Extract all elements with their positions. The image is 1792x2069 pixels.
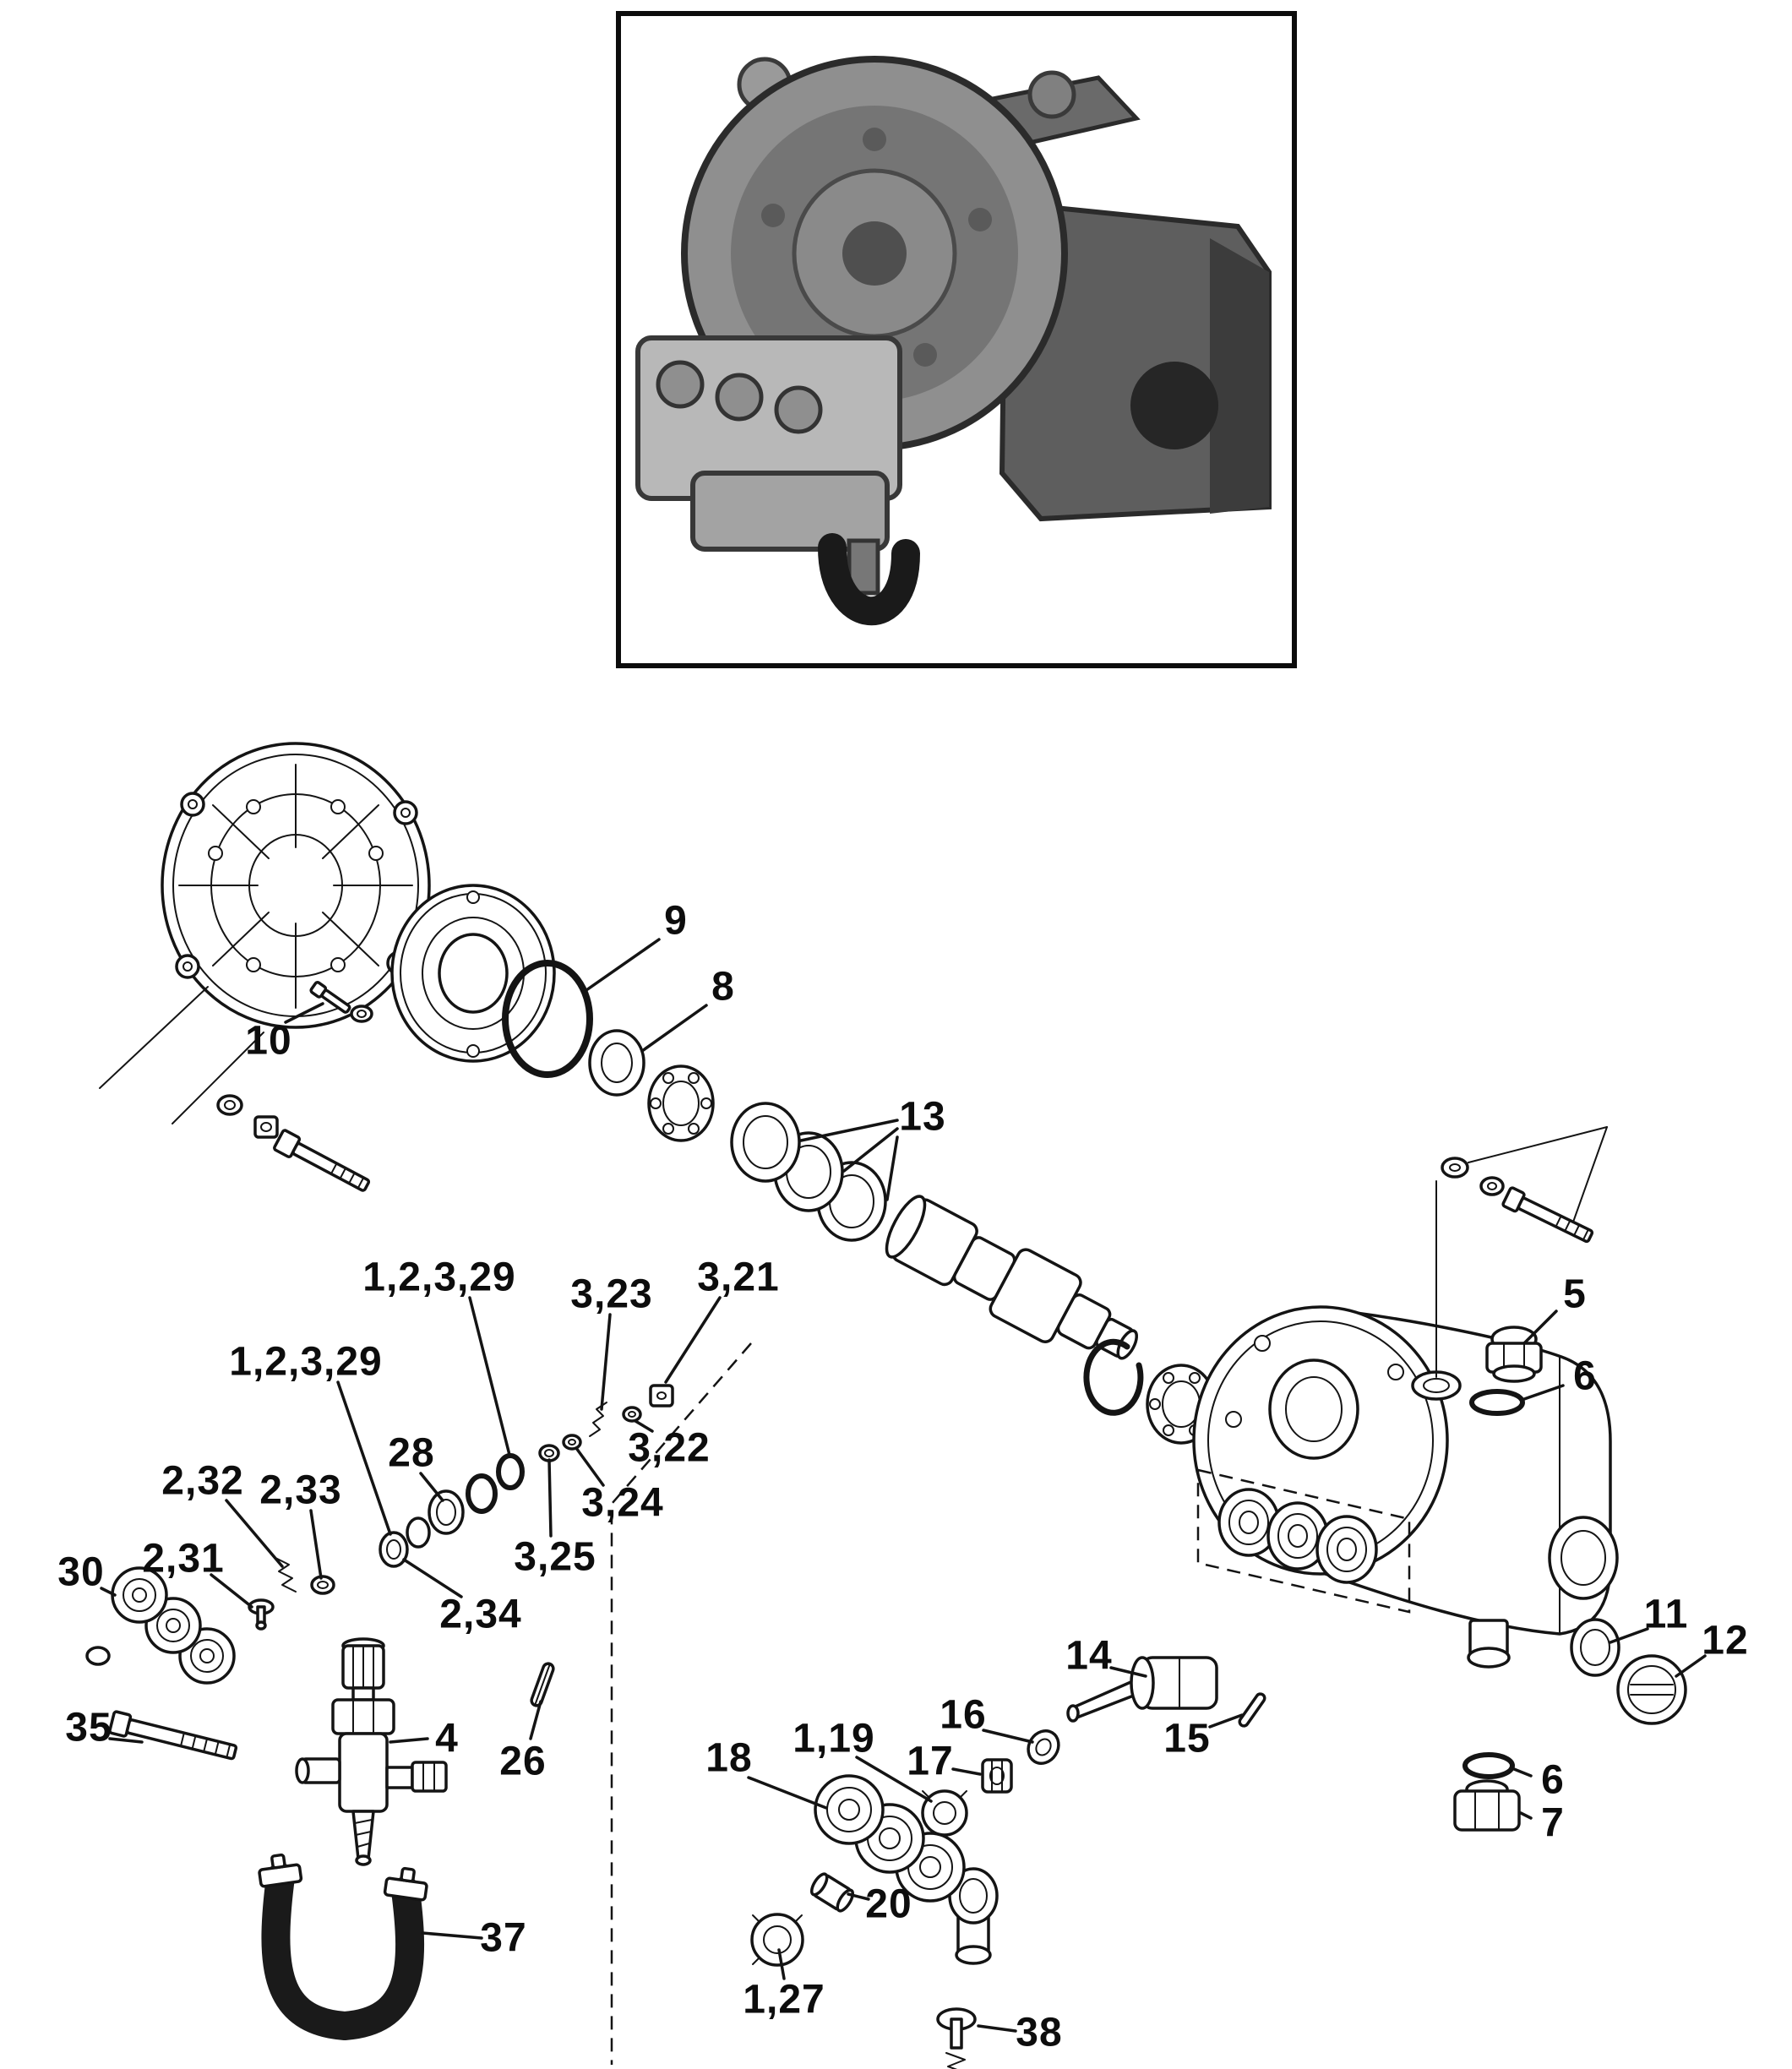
valve-manifold-18	[814, 1774, 999, 1965]
product-photo	[616, 11, 1297, 668]
drain-plug-7	[1453, 1779, 1521, 1832]
leader-line	[1208, 1713, 1244, 1729]
valve-38	[936, 2007, 977, 2069]
leader-line	[547, 1458, 553, 1538]
leader-line	[951, 1767, 982, 1776]
leader-line	[885, 1135, 899, 1201]
leader-line	[977, 2024, 1017, 2033]
mounting-plate	[161, 742, 431, 1029]
fastener-set-left	[99, 986, 371, 1192]
piston-packing-row	[379, 1384, 674, 1568]
assembly-boundary	[610, 1342, 752, 2065]
check-valve-assembly-30	[85, 1566, 236, 1685]
piston-14	[1066, 1656, 1218, 1723]
bearing-1-27	[750, 1913, 804, 1967]
leader-line	[1109, 1666, 1147, 1678]
leader-line	[1609, 1627, 1649, 1644]
leader-line	[799, 1119, 899, 1142]
leader-line	[284, 1002, 324, 1024]
leader-line	[402, 1558, 463, 1598]
o-ring-9	[502, 960, 593, 1078]
leader-line	[777, 1948, 786, 1980]
leader-line	[575, 1446, 605, 1487]
pin-26	[530, 1662, 555, 1707]
leader-line	[1522, 1384, 1565, 1401]
leader-line	[421, 1931, 483, 1940]
leader-line	[1512, 1767, 1533, 1778]
connecting-rod-rings-13	[730, 1102, 887, 1242]
leader-line	[600, 1313, 612, 1411]
o-ring-6-top	[1469, 1389, 1525, 1416]
oil-plug-5	[1485, 1326, 1543, 1383]
leader-line	[585, 938, 661, 992]
photo-hub	[842, 221, 907, 286]
unloader-valve-4	[295, 1637, 448, 1866]
cap-12	[1616, 1654, 1687, 1725]
front-bearing	[647, 1064, 715, 1142]
leader-line	[336, 1380, 392, 1536]
spacer-20	[809, 1872, 855, 1913]
leader-line	[1519, 1811, 1533, 1820]
screw-10	[309, 981, 373, 1023]
valve-parts-row	[248, 1557, 335, 1631]
leader-line	[855, 1756, 933, 1803]
leader-line	[100, 1587, 117, 1597]
hex-bolt	[273, 1129, 371, 1192]
leader-line	[847, 1892, 870, 1901]
leader-line	[225, 1499, 284, 1568]
retainer-17	[981, 1758, 1013, 1794]
pin-15	[1238, 1692, 1266, 1728]
washer-16	[1027, 1729, 1060, 1765]
leader-line	[747, 1776, 828, 1810]
photo-port	[1130, 362, 1218, 449]
seal-1-19	[921, 1789, 968, 1837]
leader-line	[982, 1729, 1034, 1744]
fastener-set-right	[1435, 1126, 1608, 1378]
bolt-35	[108, 1710, 238, 1761]
leader-line	[1522, 1309, 1558, 1345]
bearing-cover	[390, 884, 556, 1063]
crankshaft	[885, 1195, 1138, 1360]
seal-11	[1570, 1618, 1620, 1677]
snap-ring	[1083, 1338, 1144, 1416]
photo-hose	[818, 533, 920, 626]
photo-motor-shade	[1210, 238, 1269, 514]
leader-line	[634, 1419, 654, 1433]
o-ring-6-bottom	[1462, 1752, 1515, 1779]
leader-line	[842, 1127, 899, 1173]
leader-line	[389, 1737, 429, 1744]
leader-line	[664, 1296, 722, 1384]
photo-detail	[1027, 70, 1076, 119]
leader-line	[529, 1700, 542, 1740]
leader-lines-layer	[100, 938, 1707, 2033]
bypass-hose-37	[258, 1853, 428, 2041]
leader-line	[468, 1296, 511, 1456]
leader-line	[1675, 1654, 1707, 1678]
leader-line	[108, 1737, 144, 1744]
pump-housing	[1192, 1305, 1619, 1669]
leader-line	[419, 1472, 444, 1502]
leader-line	[309, 1509, 323, 1580]
leader-line	[210, 1573, 253, 1609]
oil-seal-8	[588, 1029, 645, 1097]
photo-manifold	[690, 471, 890, 552]
leader-line	[640, 1004, 708, 1053]
